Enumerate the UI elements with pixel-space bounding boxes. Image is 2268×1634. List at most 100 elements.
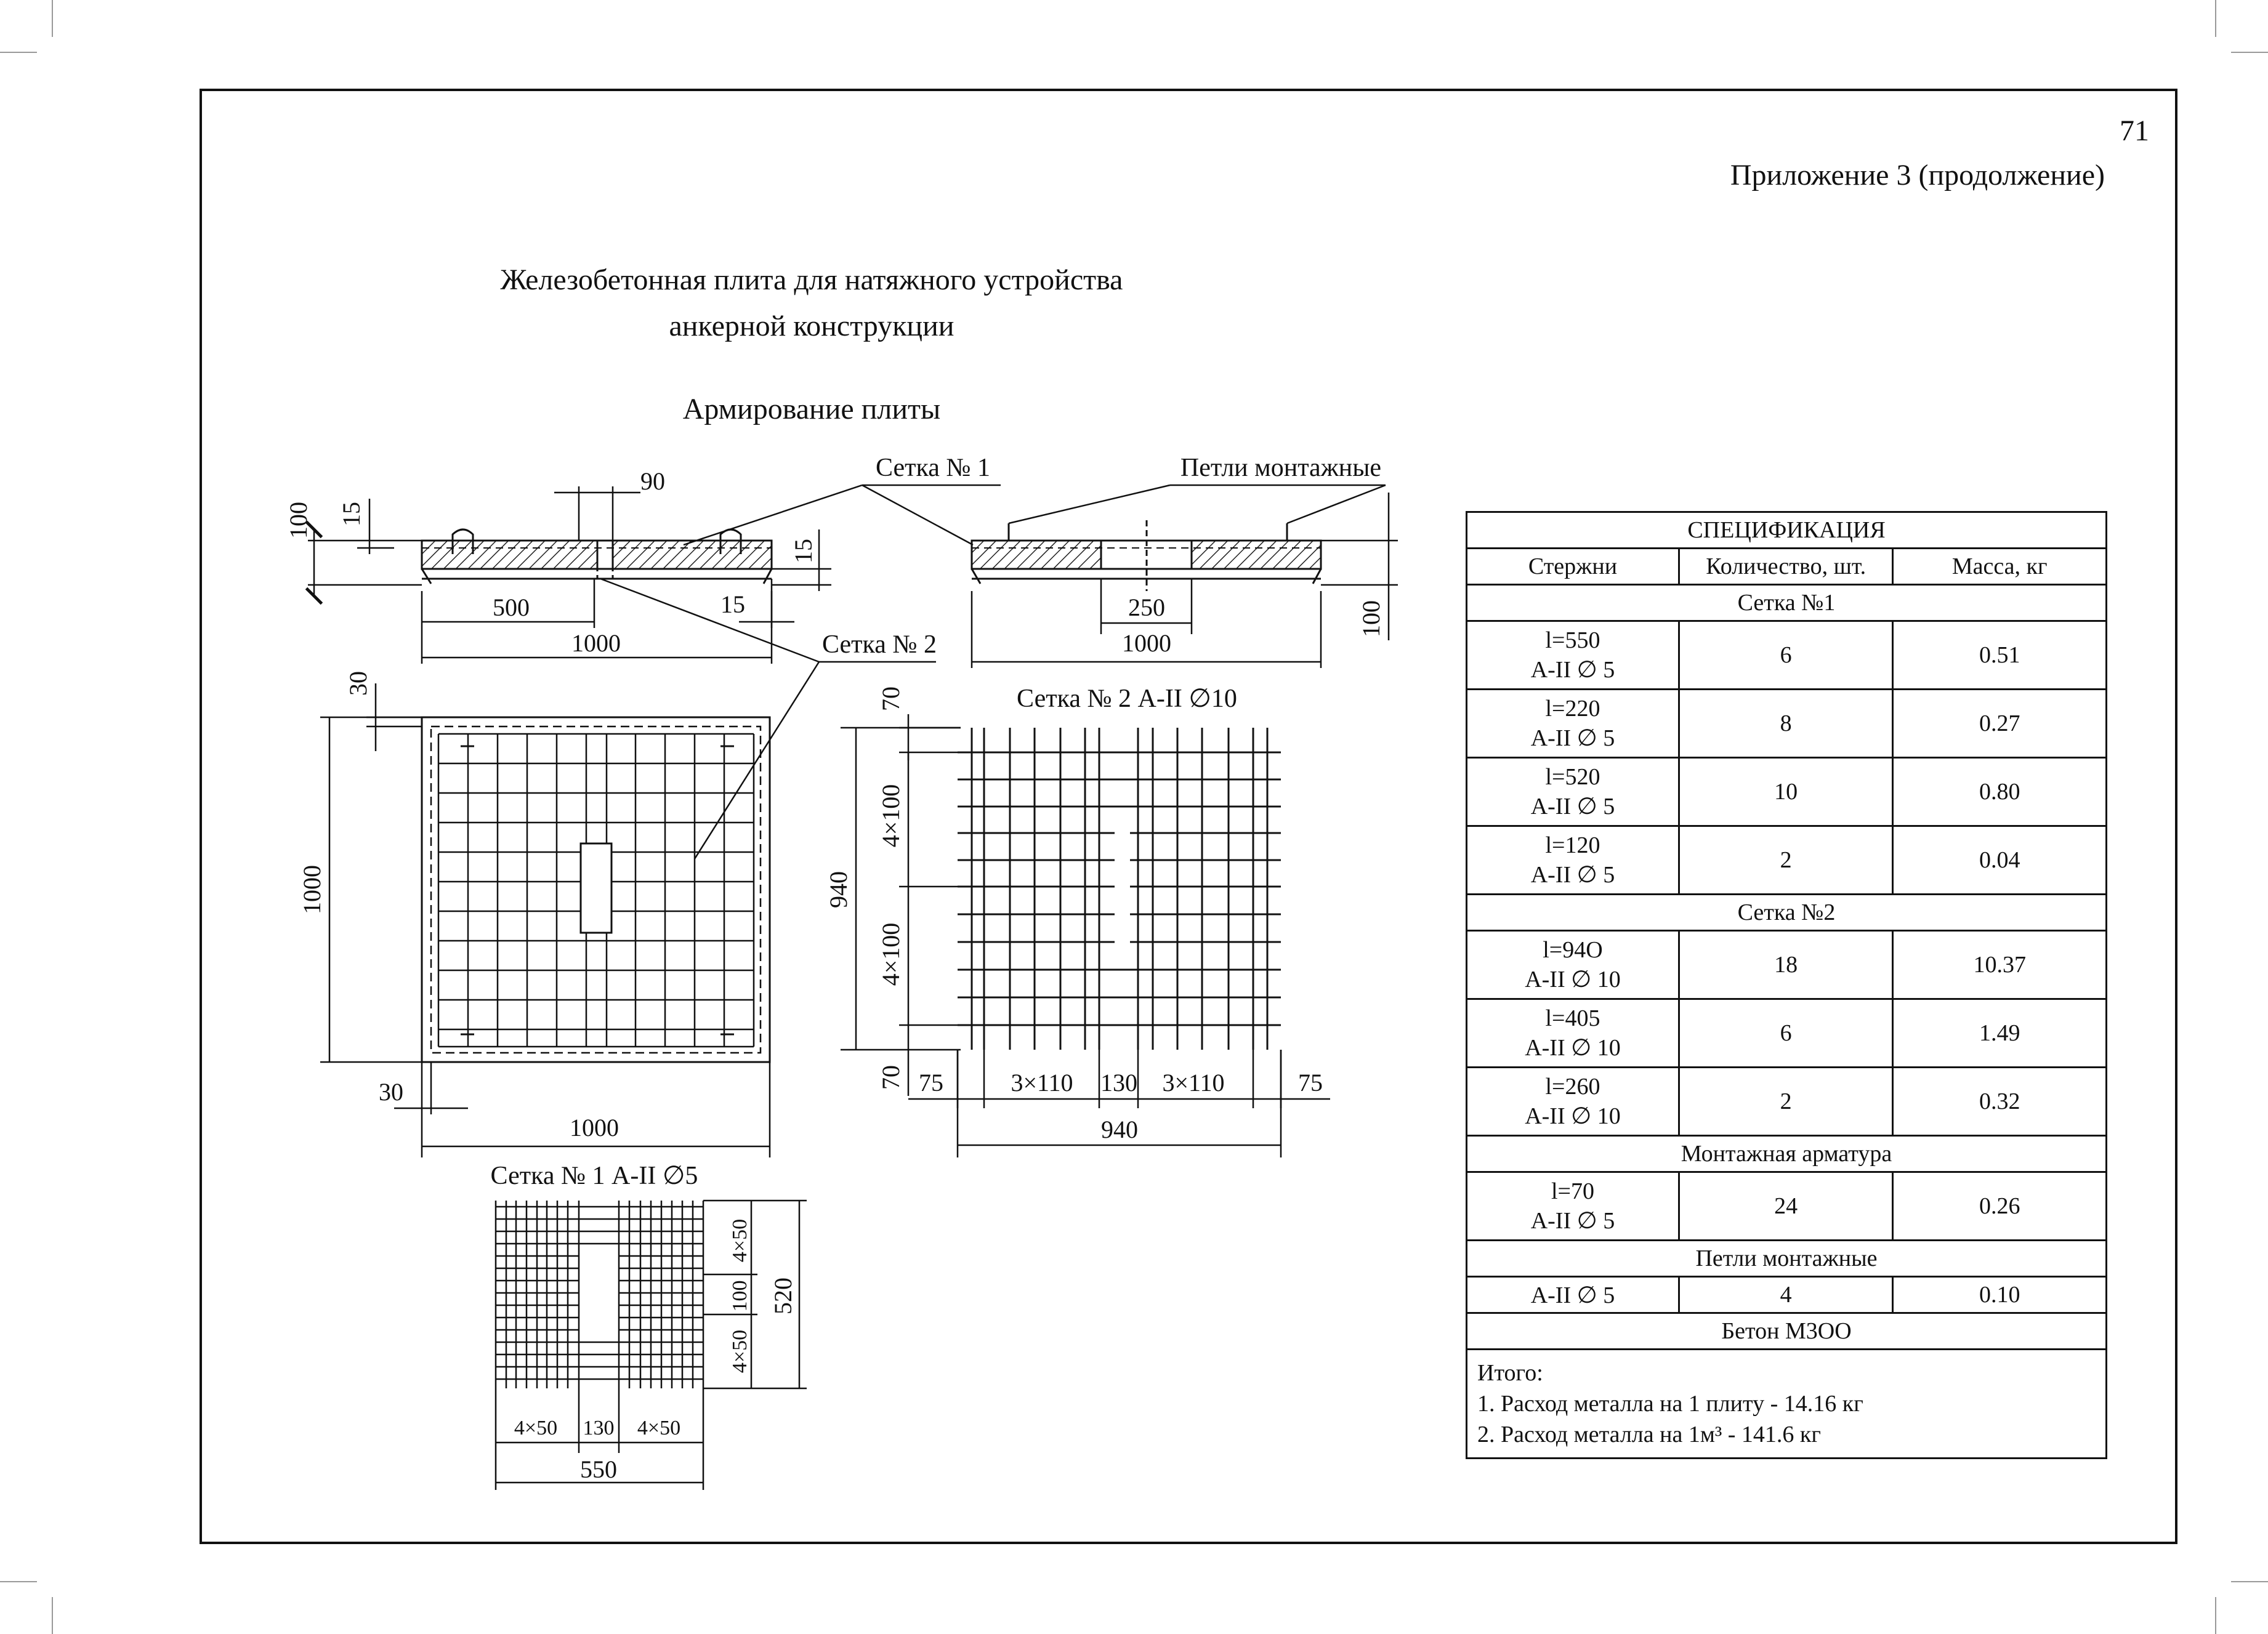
dim-4x100-upper: 4×100 — [877, 784, 905, 848]
dim-100-left: 100 — [285, 502, 312, 539]
section-left-dims — [305, 486, 831, 664]
dim-75-right: 75 — [1298, 1069, 1323, 1097]
rod-qty: 2 — [1677, 1066, 1894, 1137]
dim-250: 250 — [1128, 594, 1165, 621]
appendix-label: Приложение 3 (продолжение) — [1730, 159, 2105, 191]
drawing-subtitle: Армирование плиты — [683, 393, 941, 425]
rod-qty: 24 — [1677, 1171, 1894, 1241]
spec-section-name: Сетка №1 — [1466, 584, 2107, 622]
rod-mass: 1.49 — [1892, 998, 2107, 1068]
rod-mass: 0.32 — [1892, 1066, 2107, 1137]
dim-1000-plan-vertical: 1000 — [298, 865, 326, 914]
spec-section-name: Петли монтажные — [1466, 1239, 2107, 1278]
rod-qty: 6 — [1677, 998, 1894, 1068]
dim-4x50-left: 4×50 — [514, 1417, 557, 1439]
setka2-dims — [841, 714, 1330, 1157]
total-per-slab: 1. Расход металла на 1 плиту - 14.16 кг — [1477, 1391, 1863, 1417]
dim-520: 520 — [769, 1278, 797, 1314]
spec-section-name: Сетка №2 — [1466, 893, 2107, 932]
setka1-dims — [494, 1199, 807, 1490]
section-view-left — [421, 528, 773, 584]
section-right-dims — [971, 493, 1398, 668]
dim-4x50-upper: 4×50 — [728, 1219, 751, 1262]
rod-mass: 0.04 — [1892, 825, 2107, 895]
rod-mass: 0.80 — [1892, 757, 2107, 827]
dim-75-left: 75 — [919, 1069, 943, 1097]
rod-steel: А-II ∅ 10 — [1525, 1035, 1621, 1061]
dim-30-top: 30 — [344, 671, 372, 696]
spec-col-rods: Стержни — [1466, 547, 1680, 586]
rod-steel: А-II ∅ 10 — [1525, 967, 1621, 992]
rod-steel: А-II ∅ 5 — [1530, 794, 1615, 819]
spec-col-mass: Масса, кг — [1892, 547, 2107, 586]
section-view-right — [971, 520, 1322, 591]
rod-steel: А-II ∅ 5 — [1530, 1208, 1615, 1234]
setka1-title: Сетка № 1 А-II ∅5 — [491, 1162, 698, 1190]
label-setka2: Сетка № 2 — [822, 630, 937, 659]
setka1-grid — [494, 1201, 704, 1388]
rod-steel: А-II ∅ 5 — [1530, 725, 1615, 751]
dim-90: 90 — [640, 467, 665, 495]
setka2-grid — [958, 728, 1281, 1050]
rod-steel: А-II ∅ 10 — [1525, 1103, 1621, 1129]
label-setka1: Сетка № 1 — [876, 454, 990, 482]
rod-length: l=70 — [1551, 1178, 1594, 1204]
dim-1000-section-right: 1000 — [1122, 629, 1171, 657]
spec-section-name: Монтажная арматура — [1466, 1135, 2107, 1173]
dim-550: 550 — [580, 1455, 617, 1483]
rod-steel: А-II ∅ 5 — [1530, 862, 1615, 888]
table-row: А-II ∅ 5 4 0.10 — [1466, 1276, 2107, 1314]
dim-130-setka1: 130 — [583, 1417, 615, 1439]
rod-mass: 0.27 — [1892, 688, 2107, 759]
dim-70-bottom: 70 — [877, 1065, 905, 1090]
plan-view — [421, 716, 771, 1063]
page-number: 71 — [2120, 115, 2149, 147]
rod-qty: 18 — [1677, 930, 1894, 1000]
leader-lines — [600, 484, 1386, 859]
setka2-title: Сетка № 2 А-II ∅10 — [1017, 685, 1237, 713]
dim-500: 500 — [493, 594, 530, 621]
drawing-title-line2: анкерной конструкции — [669, 310, 954, 342]
dim-15-left: 15 — [337, 502, 365, 526]
page-frame — [200, 89, 2177, 1544]
dim-70-top: 70 — [877, 686, 905, 711]
dim-130-setka2: 130 — [1100, 1069, 1137, 1097]
table-row: l=94О А-II ∅ 10 18 10.37 — [1466, 930, 2107, 1000]
rod-length: l=120 — [1545, 832, 1600, 858]
rod-length: l=520 — [1545, 764, 1600, 790]
dim-4x100-lower: 4×100 — [877, 923, 905, 986]
rod-steel: А-II ∅ 5 — [1466, 1276, 1680, 1314]
spec-concrete: Бетон М3ОО — [1466, 1312, 2107, 1350]
specification-table: СПЕЦИФИКАЦИЯ Стержни Количество, шт. Мас… — [1466, 511, 2107, 1459]
rod-length: l=220 — [1545, 696, 1600, 722]
rod-mass: 0.26 — [1892, 1171, 2107, 1241]
rod-mass: 10.37 — [1892, 930, 2107, 1000]
dim-4x50-right: 4×50 — [637, 1417, 680, 1439]
rod-length: l=550 — [1545, 627, 1600, 653]
rod-qty: 4 — [1677, 1276, 1894, 1314]
rod-steel: А-II ∅ 5 — [1530, 657, 1615, 683]
dim-3x110-right: 3×110 — [1162, 1069, 1224, 1097]
dim-30-bottom: 30 — [379, 1078, 403, 1106]
totals-heading: Итого: — [1477, 1360, 1543, 1386]
dim-100-right: 100 — [1357, 600, 1385, 637]
dim-4x50-lower: 4×50 — [728, 1330, 751, 1373]
label-petli: Петли монтажные — [1180, 454, 1381, 482]
rod-qty: 6 — [1677, 620, 1894, 690]
total-per-m3: 2. Расход металла на 1м³ - 141.6 кг — [1477, 1422, 1821, 1447]
spec-title: СПЕЦИФИКАЦИЯ — [1466, 511, 2107, 549]
rod-length: l=94О — [1543, 937, 1603, 963]
dim-100-setka1: 100 — [728, 1281, 751, 1312]
spec-totals: Итого: 1. Расход металла на 1 плиту - 14… — [1466, 1348, 2107, 1459]
dim-940-horizontal: 940 — [1101, 1116, 1138, 1143]
plan-dims — [320, 683, 771, 1157]
rod-mass: 0.10 — [1892, 1276, 2107, 1314]
